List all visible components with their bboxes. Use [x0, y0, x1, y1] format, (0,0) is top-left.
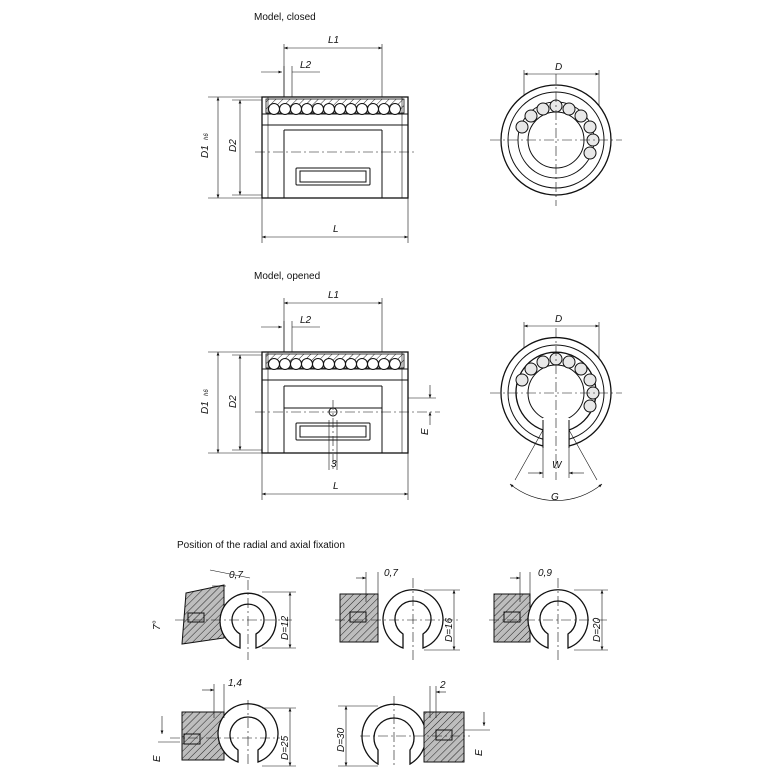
closed-end-view: D: [490, 62, 622, 206]
fix-d30-e: E: [474, 749, 485, 756]
fixation-d12: 0,7 7° D=12: [152, 569, 296, 660]
dim-h6: h6: [204, 133, 210, 140]
fixation-d16: 0,7 D=16: [335, 568, 460, 662]
caption-model-closed: Model, closed: [254, 12, 316, 23]
dim-h6-opened: h6: [204, 389, 210, 396]
opened-end-view: D W G: [490, 314, 622, 503]
fix-d30-label: D=30: [336, 727, 347, 752]
fixation-d30: 2 D=30 E: [336, 680, 490, 767]
dim-G: G: [551, 492, 559, 503]
dim-D1-opened: D1: [200, 401, 211, 414]
fix-d25-e: E: [152, 755, 163, 762]
dim-D2: D2: [228, 139, 239, 152]
dim-L1: L1: [328, 35, 339, 46]
fix-d30-offset: 2: [439, 680, 446, 691]
closed-side-view: L1 L2 D1 h6 D2: [200, 35, 415, 243]
dim-L1-opened: L1: [328, 290, 339, 301]
dim-L: L: [333, 224, 339, 235]
dim-D-closed: D: [555, 62, 562, 73]
fix-d12-offset: 0,7: [229, 570, 243, 581]
fix-d25-offset: 1,4: [228, 678, 242, 689]
dim-L-opened: L: [333, 481, 339, 492]
fix-d16-label: D=16: [444, 617, 455, 642]
fix-d25-label: D=25: [280, 735, 291, 760]
opened-side-view: L1 L2 D1 h6 D2: [200, 290, 440, 500]
caption-model-opened: Model, opened: [254, 271, 320, 282]
dim-L2-opened: L2: [300, 315, 312, 326]
fix-d20-label: D=20: [592, 617, 603, 642]
dim-D1: D1: [200, 145, 211, 158]
fixation-d25: 1,4 E D=25: [152, 678, 296, 767]
fix-d12-label: D=12: [280, 615, 291, 640]
fix-d12-angle: 7°: [152, 620, 163, 630]
dim-D2-opened: D2: [228, 395, 239, 408]
caption-fixation: Position of the radial and axial fixatio…: [177, 540, 345, 551]
dim-E-opened: E: [420, 428, 431, 435]
dim-three: 3: [331, 459, 337, 470]
fix-d20-offset: 0,9: [538, 568, 552, 579]
fix-d16-offset: 0,7: [384, 568, 398, 579]
fixation-d20: 0,9 D=20: [489, 568, 610, 662]
dim-L2: L2: [300, 60, 312, 71]
dim-D-opened: D: [555, 314, 562, 325]
dim-W: W: [552, 460, 563, 471]
